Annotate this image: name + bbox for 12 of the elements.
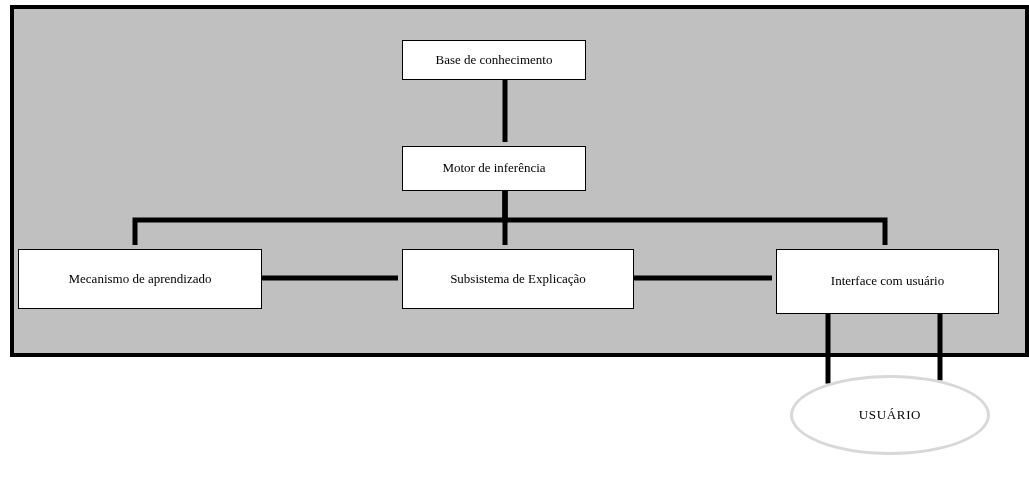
node-label: Subsistema de Explicação	[450, 270, 586, 288]
node-label: Base de conhecimento	[435, 51, 553, 69]
system-panel	[10, 5, 1029, 357]
component-box	[776, 249, 999, 314]
component-box	[402, 249, 634, 309]
component-box	[402, 40, 586, 80]
node-label: Mecanismo de aprendizado	[68, 270, 212, 288]
node-label: Interface com usuário	[830, 273, 945, 290]
node-label: USUÁRIO	[858, 406, 922, 424]
component-box	[402, 146, 586, 191]
node-label: Motor de inferência	[442, 160, 546, 177]
component-box	[18, 249, 262, 309]
